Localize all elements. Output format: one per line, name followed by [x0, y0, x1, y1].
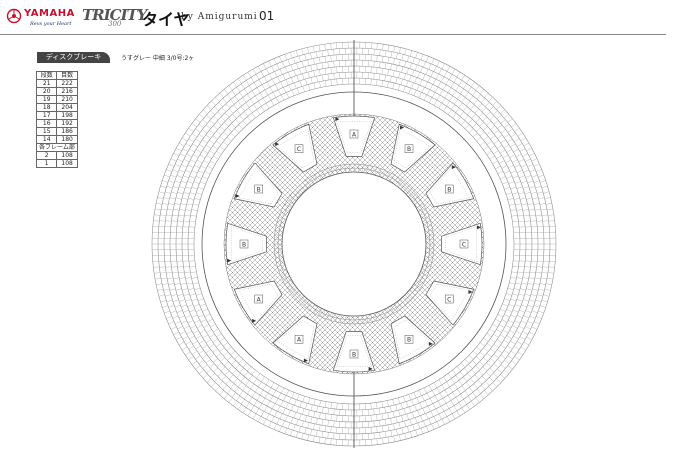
panel-label: C [297, 146, 301, 153]
yamaha-emblem-icon [6, 8, 22, 24]
start-marker [275, 142, 280, 147]
panel-label: B [407, 146, 411, 153]
start-marker [335, 117, 340, 122]
panel-label-box [239, 239, 249, 249]
panel-label: A [352, 131, 357, 138]
panel-label-box [445, 294, 454, 304]
yarn-spec: うすグレー 中細 3/0号:2ヶ [121, 55, 195, 62]
start-marker [227, 258, 232, 263]
start-marker [428, 341, 433, 346]
page-title: タイヤ [142, 10, 190, 29]
panel-label: B [407, 337, 411, 344]
start-marker [303, 358, 308, 363]
panel-label: C [462, 241, 466, 248]
panel-label: B [242, 241, 246, 248]
start-marker [468, 290, 473, 295]
frame-outer-edge [201, 91, 507, 397]
hub-inner-edge [281, 171, 427, 317]
panel-label-box [254, 294, 263, 304]
start-marker [235, 193, 240, 198]
product-sub: 300 [108, 20, 122, 28]
center-hole [273, 163, 435, 325]
panel-label-box [404, 144, 414, 153]
outer-rounds [151, 40, 557, 448]
start-marker [368, 366, 373, 371]
panel-label: A [297, 337, 302, 344]
panel-label-box [349, 129, 359, 139]
frame-panels: A B B C C B B A A B B C [225, 115, 483, 373]
start-marker [400, 125, 405, 130]
byline: by Amigurumi [181, 12, 258, 22]
section-tab: ディスクブレーキ [37, 52, 110, 63]
panel-label-box [349, 349, 359, 359]
start-marker [451, 165, 456, 170]
panel-label: B [447, 186, 451, 193]
panel-label: C [447, 296, 451, 303]
page-header: YAMAHA Revs your Heart TRICITY 300 タイヤ b… [0, 0, 686, 36]
panel-label-box [404, 335, 414, 344]
product-logo: TRICITY [82, 6, 147, 24]
brand-name: YAMAHA [24, 8, 75, 19]
brand-tagline: Revs your Heart [30, 21, 72, 27]
start-marker [252, 318, 257, 323]
panel-label-box [445, 184, 454, 194]
start-marker [476, 225, 481, 230]
panel-label-box [459, 239, 469, 249]
panel-label-box [254, 184, 263, 194]
header-rule [0, 34, 666, 35]
panel-label: B [352, 351, 356, 358]
panel-label-box [294, 335, 304, 344]
mesh-area [223, 113, 484, 375]
page-number: 01 [259, 9, 275, 23]
panel-label-box [294, 144, 304, 153]
panel-label: B [257, 186, 261, 193]
spoke-mesh [223, 113, 484, 375]
panel-label: A [257, 296, 262, 303]
count-cell: 108 [56, 159, 78, 168]
